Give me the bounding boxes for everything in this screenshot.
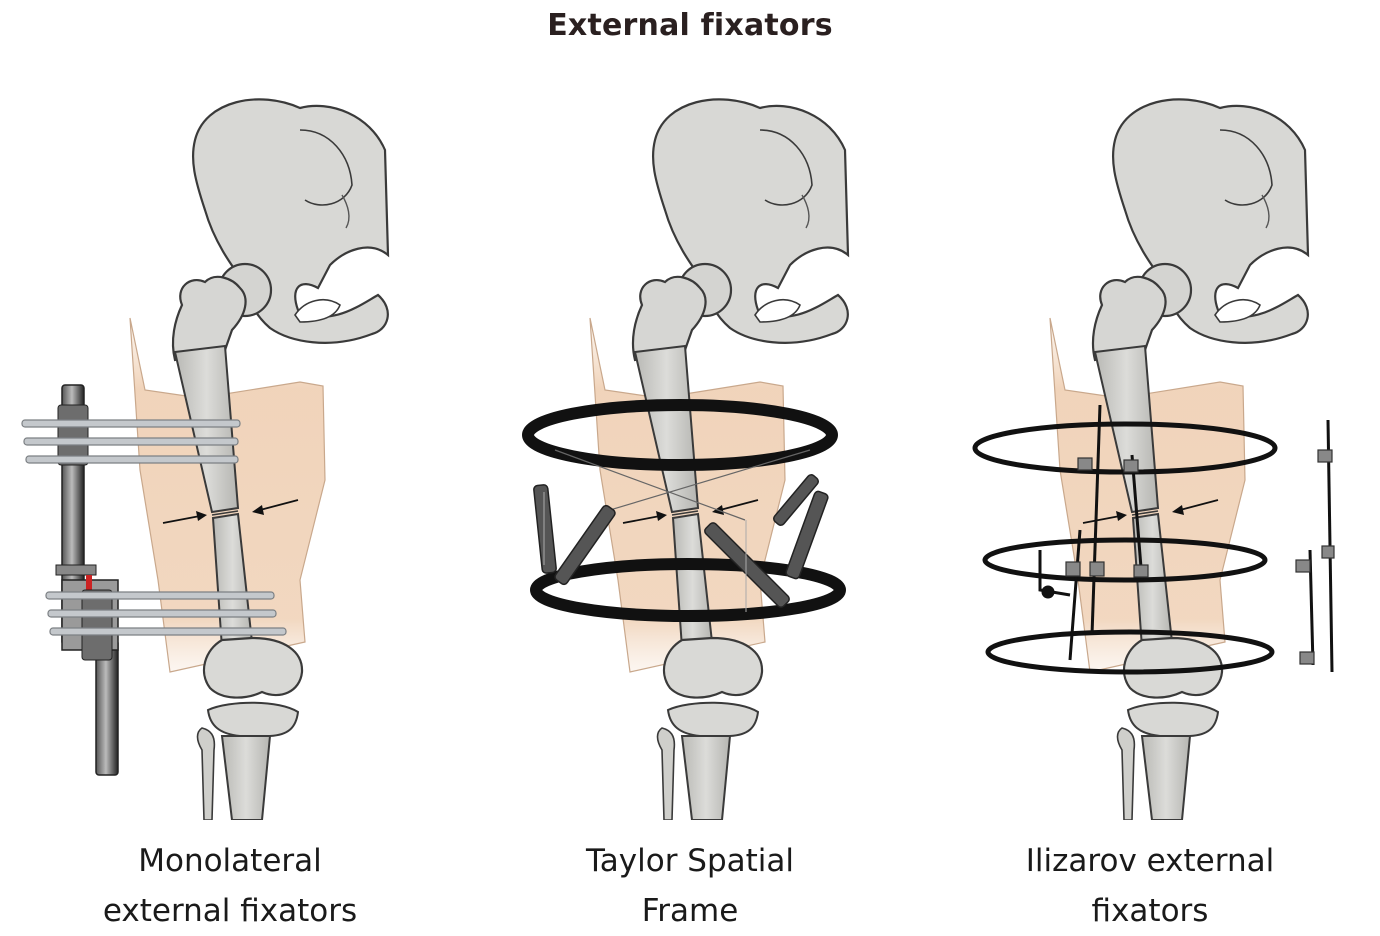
caption-line-1: Ilizarov external (1025, 843, 1275, 879)
caption-line-1: Taylor Spatial (585, 843, 795, 879)
caption-line-2: external fixators (102, 893, 358, 929)
caption-taylor: Taylor Spatial Frame (460, 836, 920, 936)
ilizarov-frame-icon (972, 404, 1335, 675)
taylor-spatial-frame-icon (522, 399, 846, 622)
monolateral-illustration (21, 98, 390, 820)
ilizarov-illustration (972, 98, 1335, 820)
caption-line-2: fixators (1091, 893, 1209, 929)
caption-monolateral: Monolateral external fixators (0, 836, 460, 936)
panel-taylor: Taylor Spatial Frame (460, 60, 920, 929)
caption-ilizarov: Ilizarov external fixators (920, 836, 1380, 936)
caption-line-1: Monolateral (138, 843, 322, 879)
panel-ilizarov: Ilizarov external fixators (920, 60, 1380, 929)
taylor-illustration (522, 98, 850, 820)
page-title: External fixators (547, 8, 833, 43)
caption-line-2: Frame (641, 893, 739, 929)
monolateral-fixator-icon (21, 384, 287, 776)
panel-monolateral: Monolateral external fixators (0, 60, 460, 929)
